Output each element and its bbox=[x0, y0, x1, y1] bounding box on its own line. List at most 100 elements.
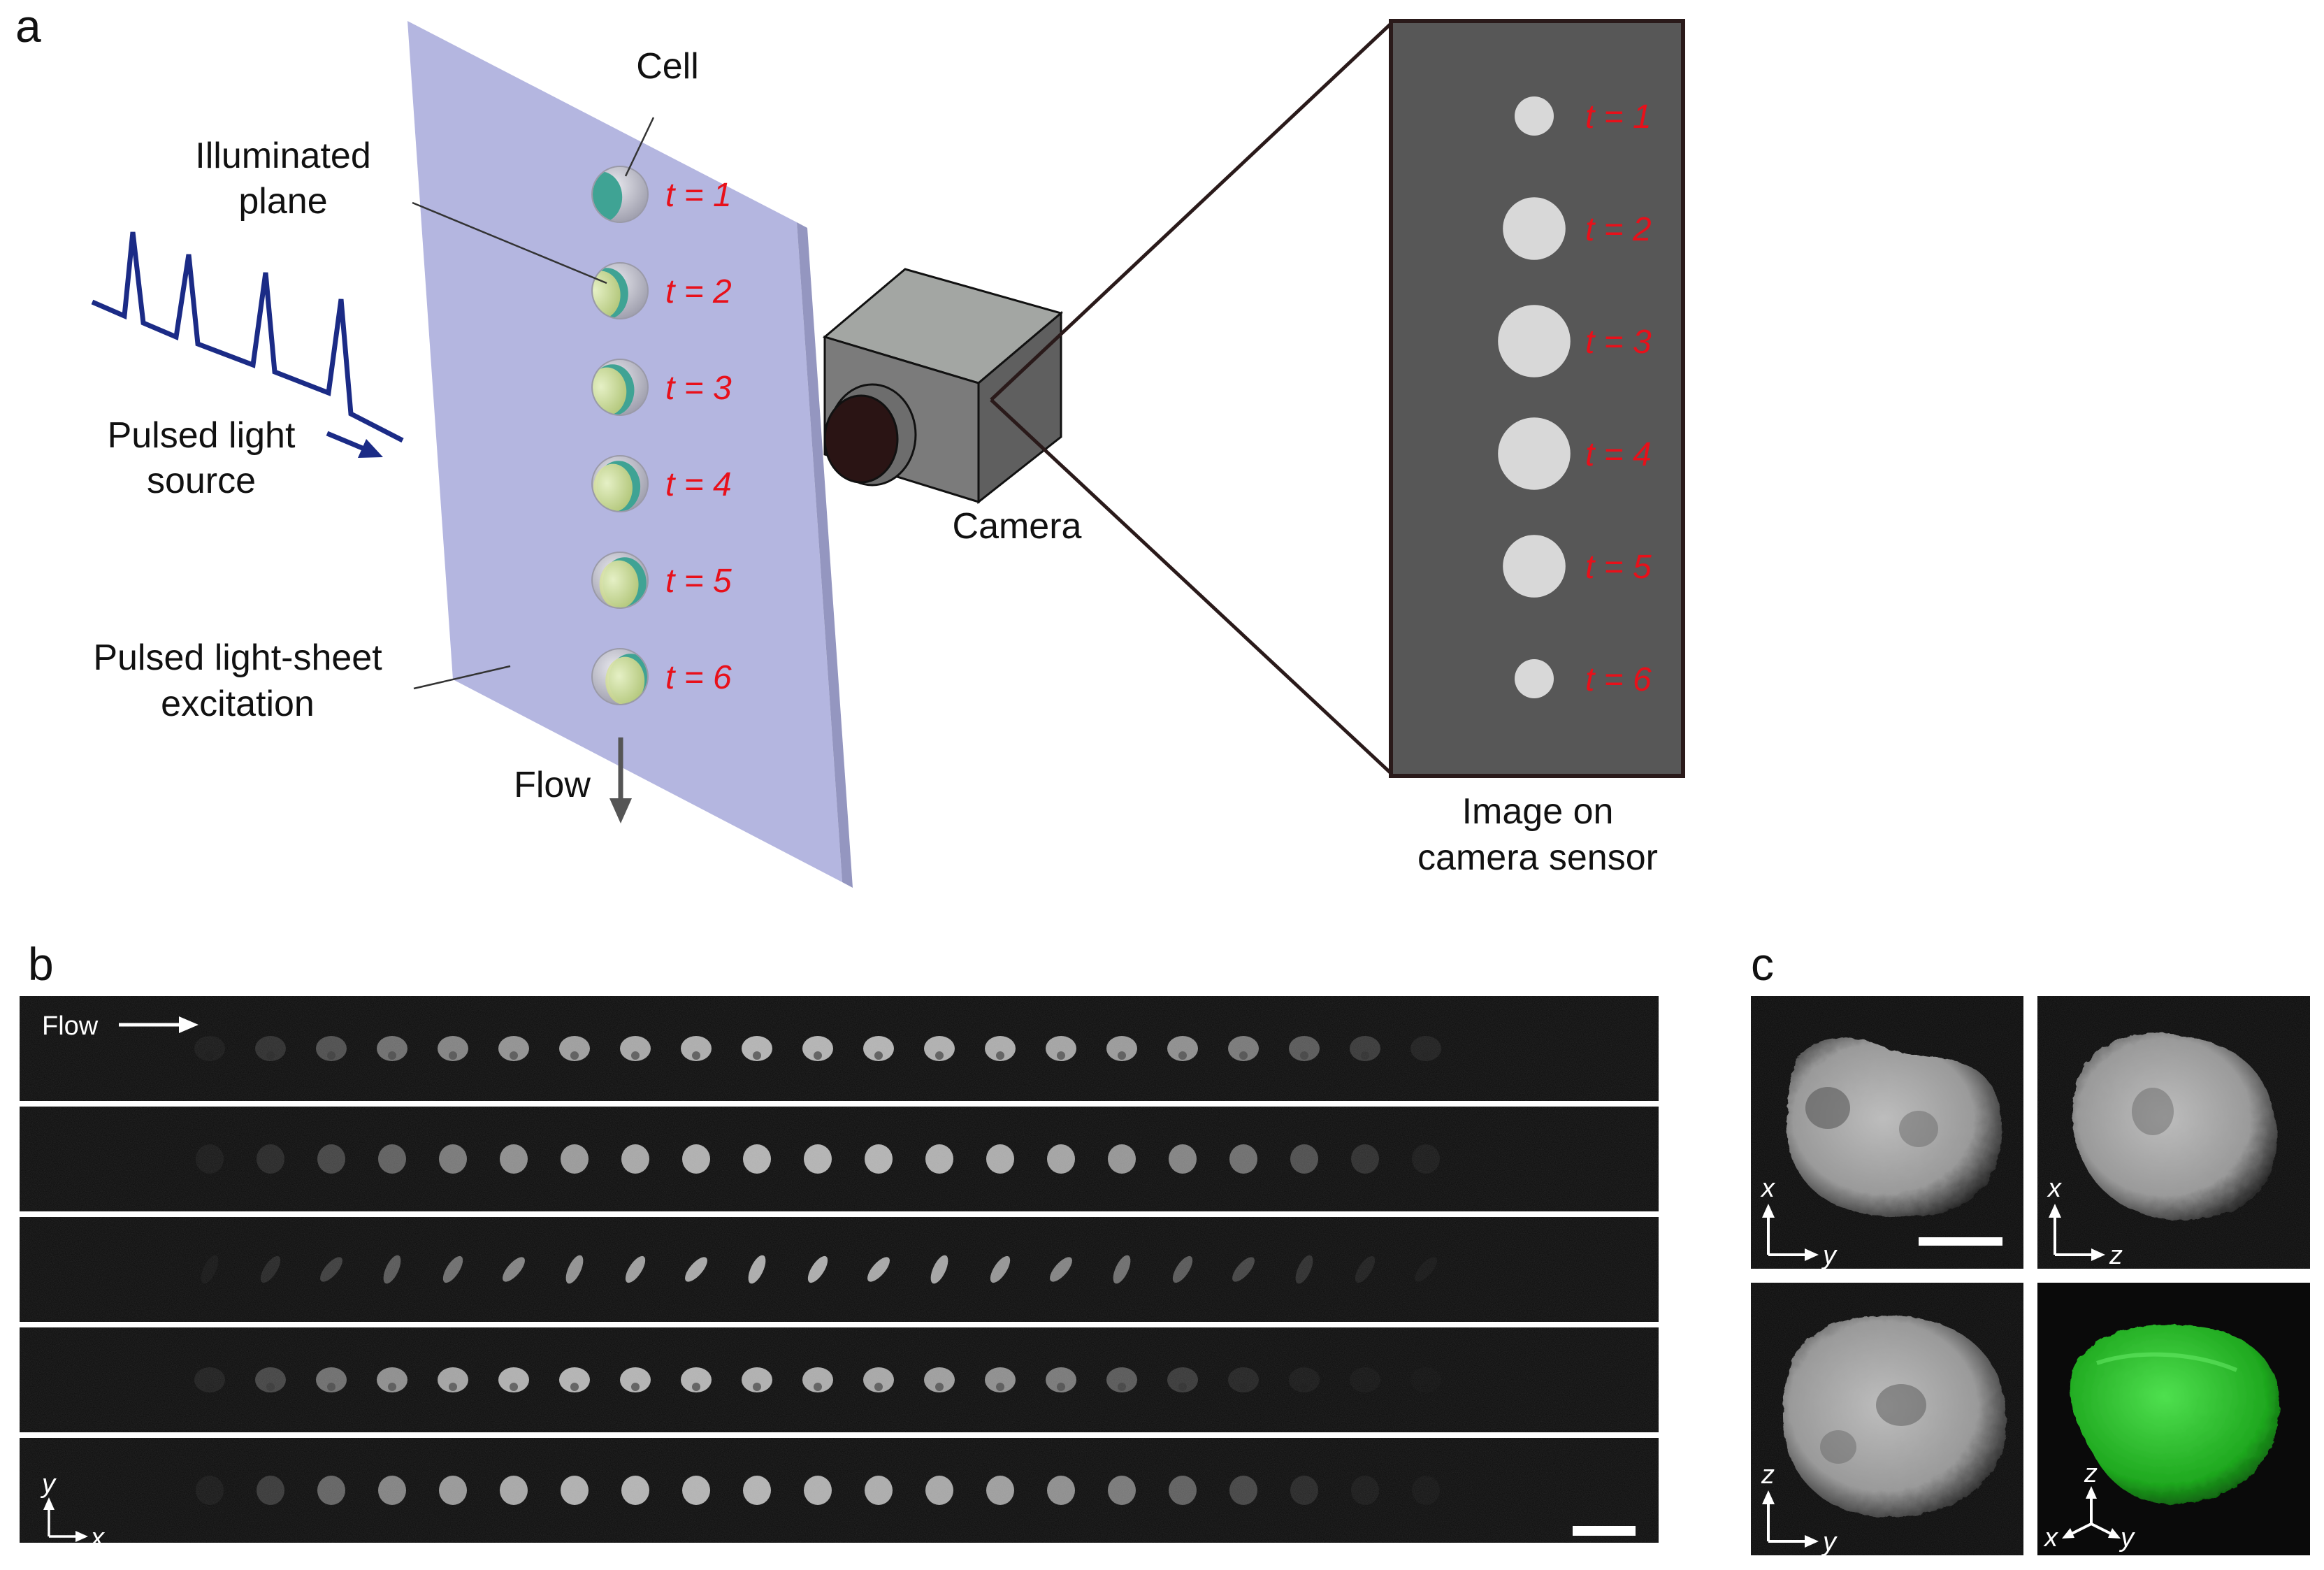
strip-5-cell-18 bbox=[1229, 1476, 1257, 1505]
sensor-time-label-5: t = 5 bbox=[1585, 549, 1652, 586]
cell-t6 bbox=[591, 648, 649, 705]
strip-4-cell-9 bbox=[681, 1367, 712, 1392]
sensor-projection-line-bottom bbox=[990, 398, 1394, 776]
sensor-spot-4 bbox=[1498, 417, 1571, 490]
cell-t4 bbox=[591, 455, 649, 512]
strip-1 bbox=[20, 996, 1659, 1101]
strip-5-cell-12 bbox=[865, 1476, 893, 1505]
strip-1-cell-19 bbox=[1289, 1036, 1320, 1061]
view-xy-axis-h: y bbox=[1821, 1241, 1838, 1270]
strip-4-cell-1 bbox=[194, 1367, 225, 1392]
strip-2-cell-12 bbox=[865, 1144, 893, 1174]
cell-t5 bbox=[591, 552, 649, 609]
strip-5-cell-15 bbox=[1047, 1476, 1075, 1505]
strip-4-cell-13 bbox=[924, 1367, 955, 1392]
flow-label: Flow bbox=[514, 765, 591, 805]
scale-bar-b bbox=[1573, 1526, 1636, 1536]
strip-2-cell-16 bbox=[1108, 1144, 1136, 1174]
strip-1-cell-14 bbox=[985, 1036, 1016, 1061]
strip-3-cell-11 bbox=[807, 1255, 828, 1283]
strip-4-cell-7 bbox=[559, 1367, 590, 1392]
strip-4-cell-10 bbox=[742, 1367, 772, 1392]
strip-1-cell-2 bbox=[255, 1036, 286, 1061]
strip-2-cell-11 bbox=[804, 1144, 832, 1174]
strip-3-cell-8 bbox=[625, 1255, 646, 1283]
sensor-time-label-3: t = 3 bbox=[1585, 324, 1652, 361]
strip-2-cell-8 bbox=[621, 1144, 649, 1174]
strip-2-cell-14 bbox=[986, 1144, 1014, 1174]
strip-3-cell-15 bbox=[1050, 1257, 1072, 1282]
strip-1-cell-6 bbox=[498, 1036, 529, 1061]
strip-5-cell-5 bbox=[439, 1476, 467, 1505]
strip-4-cell-4 bbox=[377, 1367, 407, 1392]
strip-4-cell-14 bbox=[985, 1367, 1016, 1392]
view-xy-axis-v: x bbox=[1760, 1174, 1776, 1203]
sensor-spots: t = 1t = 2t = 3t = 4t = 5t = 6 bbox=[1498, 96, 1652, 698]
strip-4 bbox=[20, 1327, 1659, 1432]
strip-3-cell-20 bbox=[1355, 1255, 1376, 1283]
strip-3-cell-21 bbox=[1415, 1257, 1437, 1282]
strip-3-cell-5 bbox=[442, 1255, 463, 1283]
strip-2-cell-21 bbox=[1412, 1144, 1440, 1174]
cell-leader-line bbox=[624, 117, 655, 177]
strip-4-cell-3 bbox=[316, 1367, 347, 1392]
strip-5-cell-8 bbox=[621, 1476, 649, 1505]
panel-b: b Flow y x bbox=[20, 938, 1659, 1553]
view-xz-axis-h: z bbox=[2109, 1241, 2123, 1270]
camera-sensor bbox=[1389, 19, 1685, 778]
panel-b-letter: b bbox=[28, 938, 54, 990]
pulsed-light-sheet-label-line2: excitation bbox=[161, 684, 315, 724]
strip-5-cell-2 bbox=[257, 1476, 284, 1505]
strip-4-cell-5 bbox=[438, 1367, 468, 1392]
strip-5-cell-16 bbox=[1108, 1476, 1136, 1505]
strip-1-cell-13 bbox=[924, 1036, 955, 1061]
strip-1-cell-4 bbox=[377, 1036, 407, 1061]
strip-4-cell-18 bbox=[1228, 1367, 1259, 1392]
panel-a: a Cell Illuminated plane Pulsed light so… bbox=[15, 0, 1685, 888]
strip-1-cell-10 bbox=[742, 1036, 772, 1061]
strip-2-cell-2 bbox=[257, 1144, 284, 1174]
strip-axis-y-label: y bbox=[40, 1469, 57, 1499]
strip-2-cell-18 bbox=[1229, 1144, 1257, 1174]
strip-5-cell-1 bbox=[196, 1476, 224, 1505]
pulsed-light-source-label-line2: source bbox=[147, 461, 256, 501]
strip-5-cell-19 bbox=[1290, 1476, 1318, 1505]
strip-2-cell-6 bbox=[500, 1144, 528, 1174]
kymograph-strips bbox=[20, 996, 1659, 1543]
strip-3-cell-10 bbox=[748, 1255, 766, 1284]
strip-4-cell-19 bbox=[1289, 1367, 1320, 1392]
strip-1-cell-17 bbox=[1167, 1036, 1198, 1061]
light-sheet-leader-line bbox=[413, 665, 511, 690]
strip-5-cell-20 bbox=[1351, 1476, 1379, 1505]
image-on-sensor-label-line1: Image on bbox=[1462, 791, 1614, 832]
view-3d-axis-z: z bbox=[2084, 1459, 2098, 1488]
strip-4-cell-11 bbox=[802, 1367, 833, 1392]
sensor-spot-2 bbox=[1503, 197, 1566, 260]
view-xz: x z bbox=[2037, 996, 2310, 1270]
strip-flow-arrow bbox=[119, 1016, 199, 1033]
strip-1-cell-15 bbox=[1046, 1036, 1076, 1061]
sensor-projection-line-top bbox=[990, 21, 1394, 401]
strip-1-cell-1 bbox=[194, 1036, 225, 1061]
sensor-spot-3 bbox=[1498, 305, 1571, 377]
strip-1-cell-12 bbox=[863, 1036, 894, 1061]
cell-time-label-3: t = 3 bbox=[665, 370, 732, 407]
cell-time-label-4: t = 4 bbox=[665, 466, 732, 503]
strip-1-cell-3 bbox=[316, 1036, 347, 1061]
pulsed-light-sheet-label-line1: Pulsed light-sheet bbox=[93, 638, 382, 678]
cell-time-label-1: t = 1 bbox=[665, 177, 732, 214]
strip-5-cell-21 bbox=[1412, 1476, 1440, 1505]
strip-2-cell-3 bbox=[317, 1144, 345, 1174]
strip-4-cell-8 bbox=[620, 1367, 651, 1392]
view-zy-axis-v: z bbox=[1761, 1460, 1775, 1490]
strip-1-cell-5 bbox=[438, 1036, 468, 1061]
cell-time-label-2: t = 2 bbox=[665, 273, 732, 310]
view-zy: z y bbox=[1751, 1283, 2023, 1557]
scale-bar-c bbox=[1919, 1237, 2002, 1246]
camera bbox=[822, 268, 1064, 505]
strip-3-cell-19 bbox=[1295, 1255, 1313, 1284]
strip-3-cell-12 bbox=[867, 1257, 890, 1282]
cell-time-label-6: t = 6 bbox=[665, 659, 732, 696]
sensor-spot-1 bbox=[1515, 96, 1554, 136]
cell-t2 bbox=[591, 262, 649, 319]
